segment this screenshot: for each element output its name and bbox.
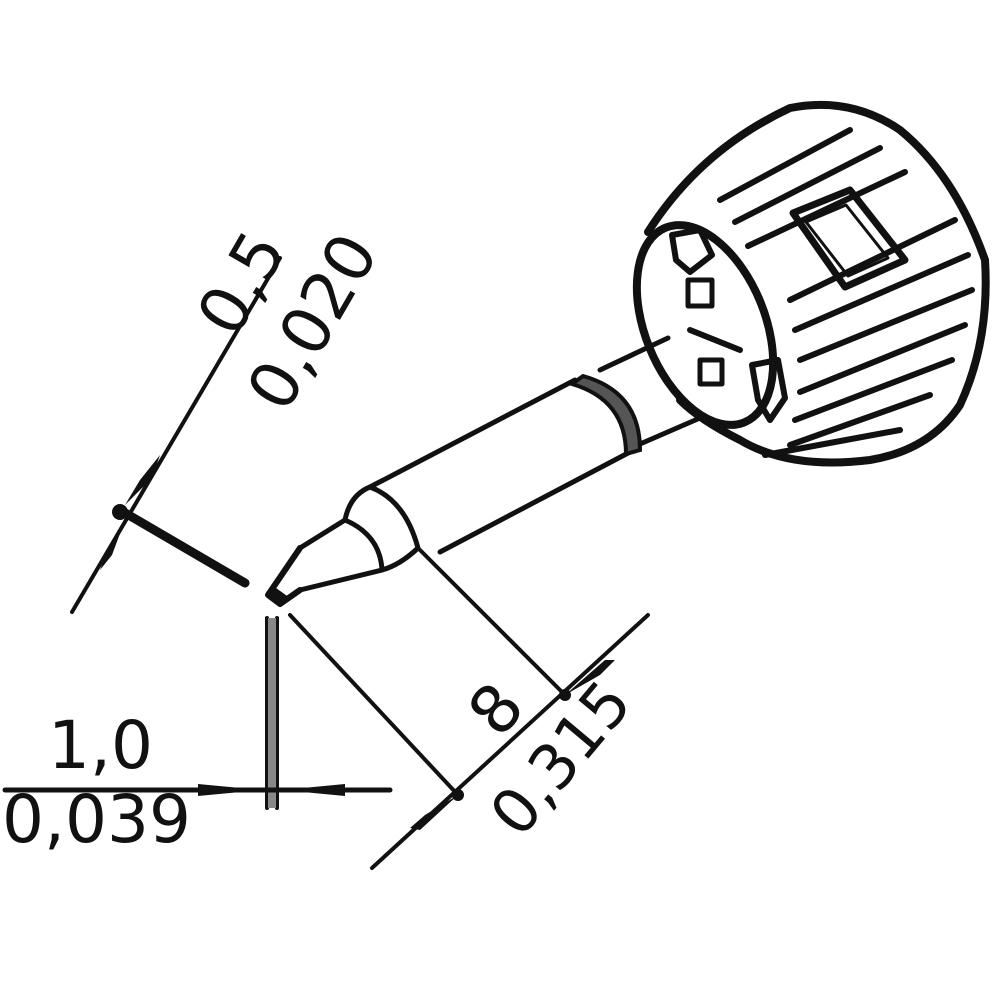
tip-width-metric: 1,0	[48, 707, 153, 784]
soldering-tip-shaft	[265, 335, 703, 607]
tip-length-metric: 8	[453, 669, 539, 751]
dimension-label-tip-length: 8 0,315	[453, 667, 645, 850]
dimension-label-tip-thickness: 0,5 0,020	[182, 219, 393, 423]
dimension-tip-width	[2, 616, 393, 810]
dimension-tip-length	[288, 546, 650, 870]
dimension-label-tip-width: 1,0 0,039	[2, 707, 191, 858]
dimension-tip-thickness	[70, 256, 282, 614]
tip-width-imperial: 0,039	[2, 781, 191, 858]
knurled-nut	[632, 100, 990, 467]
